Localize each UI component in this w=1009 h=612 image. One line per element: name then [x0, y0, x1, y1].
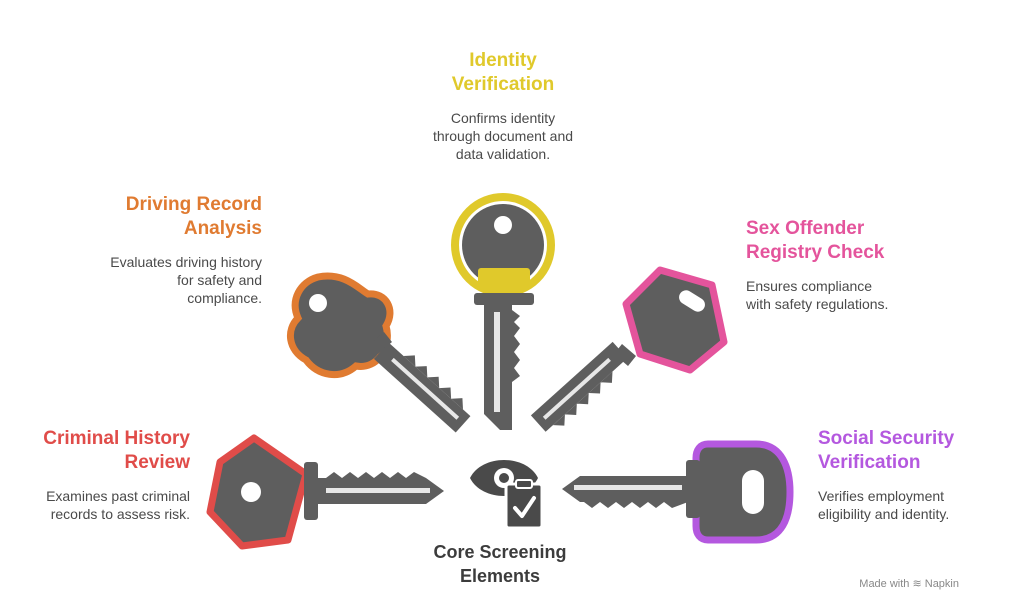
- core-screening-title: Core Screening Elements: [433, 542, 567, 586]
- identity-verification-block: Identity Verification Confirms identity …: [413, 49, 593, 163]
- sex-offender-key-icon: [530, 266, 728, 432]
- social-security-block: Social Security Verification Verifies em…: [818, 427, 998, 523]
- napkin-watermark: Made with ≋ Napkin: [859, 578, 959, 590]
- criminal-history-key-icon: [206, 434, 444, 550]
- driving-record-key-icon: [287, 272, 471, 433]
- identity-verification-title: Identity Verification: [451, 50, 555, 95]
- sex-offender-title: Sex Offender Registry Check: [746, 218, 885, 263]
- criminal-history-desc: Examines past criminal records to assess…: [46, 488, 190, 522]
- identity-key-icon: [451, 193, 555, 430]
- driving-record-block: Driving Record Analysis Evaluates drivin…: [62, 193, 262, 307]
- identity-verification-desc: Confirms identity through document and d…: [432, 110, 574, 162]
- eye-clipboard-check-icon: [470, 460, 544, 530]
- criminal-history-title: Criminal History Review: [43, 428, 190, 473]
- social-security-key-icon: [562, 440, 794, 544]
- social-security-desc: Verifies employment eligibility and iden…: [818, 488, 950, 522]
- sex-offender-block: Sex Offender Registry Check Ensures comp…: [746, 217, 966, 313]
- sex-offender-desc: Ensures compliance with safety regulatio…: [746, 278, 889, 312]
- social-security-title: Social Security Verification: [818, 428, 955, 473]
- driving-record-title: Driving Record Analysis: [125, 194, 262, 239]
- criminal-history-block: Criminal History Review Examines past cr…: [10, 427, 190, 523]
- driving-record-desc: Evaluates driving history for safety and…: [110, 254, 262, 306]
